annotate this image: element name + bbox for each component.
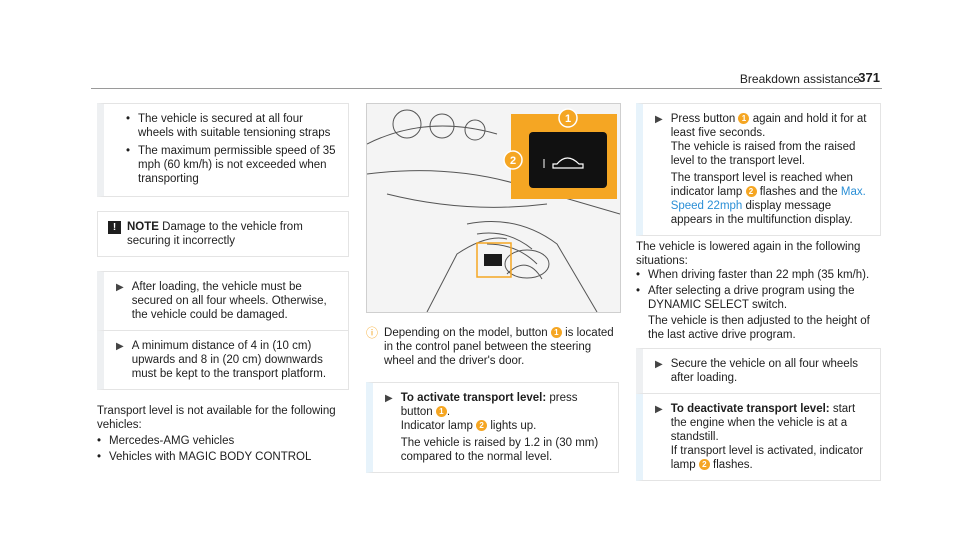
step-box: ▶ A minimum distance of 4 in (10 cm) upw… [97, 331, 349, 390]
situation-text: After selecting a drive program using th… [648, 285, 855, 311]
condition-item: The vehicle is secured at all four wheel… [126, 112, 338, 140]
press-text-b: again and hold it for at least five seco… [670, 113, 867, 139]
activate-text: press button [400, 392, 578, 418]
page-number: 371 [858, 70, 880, 85]
arrow-icon: ▶ [655, 114, 663, 125]
step-box: ▶ After loading, the vehicle must be sec… [97, 271, 349, 331]
header-title: Breakdown assistance [739, 72, 860, 86]
note-box: ! NOTE Damage to the vehicle from securi… [97, 211, 349, 257]
deactivate-text-a: start the engine when the vehicle is at … [670, 403, 856, 443]
page-header: Breakdown assistance 371 [0, 0, 960, 89]
press-step: ▶ Press button 1 again and hold it for a… [636, 103, 881, 236]
adjusted-text: The vehicle is then adjusted to the heig… [648, 315, 870, 341]
hint-text-a: Depending on the model, button [384, 327, 548, 339]
step-text: After loading, the vehicle must be secur… [131, 281, 327, 321]
callout-badge-1: 1 [435, 406, 447, 418]
vehicle-item: Vehicles with MAGIC BODY CONTROL [97, 450, 349, 464]
transport-text-a: The transport level is reached when indi… [670, 172, 853, 198]
raised-from-text: The vehicle is raised from the raised le… [670, 141, 856, 167]
indicator-text-a: Indicator lamp [400, 420, 473, 432]
note-label: NOTE [127, 221, 159, 233]
callout-1: 1 [565, 113, 571, 125]
warning-icon: ! [108, 221, 121, 234]
activate-content: To activate transport level: press butto… [401, 391, 608, 464]
deactivate-step: ▶ To deactivate transport level: start t… [636, 394, 881, 481]
info-icon: ⓘ [366, 326, 379, 340]
callout-badge-2: 2 [745, 186, 757, 198]
control-panel-figure: 1 2 [366, 103, 621, 313]
vehicle-item: Mercedes-AMG vehicles [97, 434, 349, 448]
callout-badge-1: 1 [550, 327, 562, 339]
step-text: A minimum distance of 4 in (10 cm) upwar… [131, 340, 327, 380]
situation-list: When driving faster than 22 mph (35 km/h… [636, 268, 881, 342]
callout-badge-1: 1 [738, 113, 750, 125]
arrow-icon: ▶ [385, 393, 393, 404]
arrow-icon: ▶ [116, 282, 124, 293]
left-column: The vehicle is secured at all four wheel… [97, 103, 349, 466]
raised-text: The vehicle is raised by 1.2 in (30 mm) … [400, 437, 599, 463]
secure-text: Secure the vehicle on all four wheels af… [670, 358, 859, 384]
deactivate-label: To deactivate transport level: [670, 403, 830, 415]
activate-label: To activate transport level: [400, 392, 547, 404]
press-content: Press button 1 again and hold it for at … [671, 112, 870, 227]
arrow-icon: ▶ [655, 359, 663, 370]
indicator-text-b: lights up. [490, 420, 537, 432]
callout-badge-2: 2 [476, 420, 488, 432]
deactivate-content: To deactivate transport level: start the… [671, 402, 870, 472]
hint-text: Depending on the model, button 1 is loca… [384, 326, 619, 368]
interior-illustration: 1 2 [367, 104, 620, 312]
situation-item: After selecting a drive program using th… [636, 284, 881, 342]
note-content: NOTE Damage to the vehicle from securing… [127, 220, 338, 248]
right-column: ▶ Press button 1 again and hold it for a… [636, 103, 881, 481]
note-text: Damage to the vehicle from securing it i… [127, 221, 303, 247]
situation-item: When driving faster than 22 mph (35 km/h… [636, 268, 881, 282]
callout-2: 2 [510, 155, 516, 167]
header-rule [91, 88, 882, 89]
callout-badge-2: 2 [698, 459, 710, 471]
deactivate-text-c: flashes. [713, 459, 753, 471]
arrow-icon: ▶ [116, 341, 124, 352]
middle-column: 1 2 ⓘ Depending on the model, button 1 i… [366, 103, 621, 473]
condition-item: The maximum permissible speed of 35 mph … [126, 144, 338, 186]
hint-text-b: is located in the control panel between … [384, 327, 614, 367]
activate-step: ▶ To activate transport level: press but… [366, 382, 619, 473]
arrow-icon: ▶ [655, 404, 663, 415]
vehicle-list: Mercedes-AMG vehicles Vehicles with MAGI… [97, 434, 349, 464]
intro-paragraph: Transport level is not available for the… [97, 405, 336, 431]
secure-step: ▶ Secure the vehicle on all four wheels … [636, 348, 881, 394]
hint-block: ⓘ Depending on the model, button 1 is lo… [366, 326, 619, 368]
deactivate-text-b: If transport level is activated, indicat… [670, 445, 864, 471]
press-text-a: Press button [670, 113, 736, 125]
max-speed-message: Max. Speed 22mph [670, 186, 866, 212]
lowered-text: The vehicle is lowered again in the foll… [636, 241, 861, 267]
transport-text-c: display message appears in the multifunc… [670, 200, 853, 226]
transport-text-b: flashes and the [759, 186, 838, 198]
conditions-box: The vehicle is secured at all four wheel… [97, 103, 349, 197]
